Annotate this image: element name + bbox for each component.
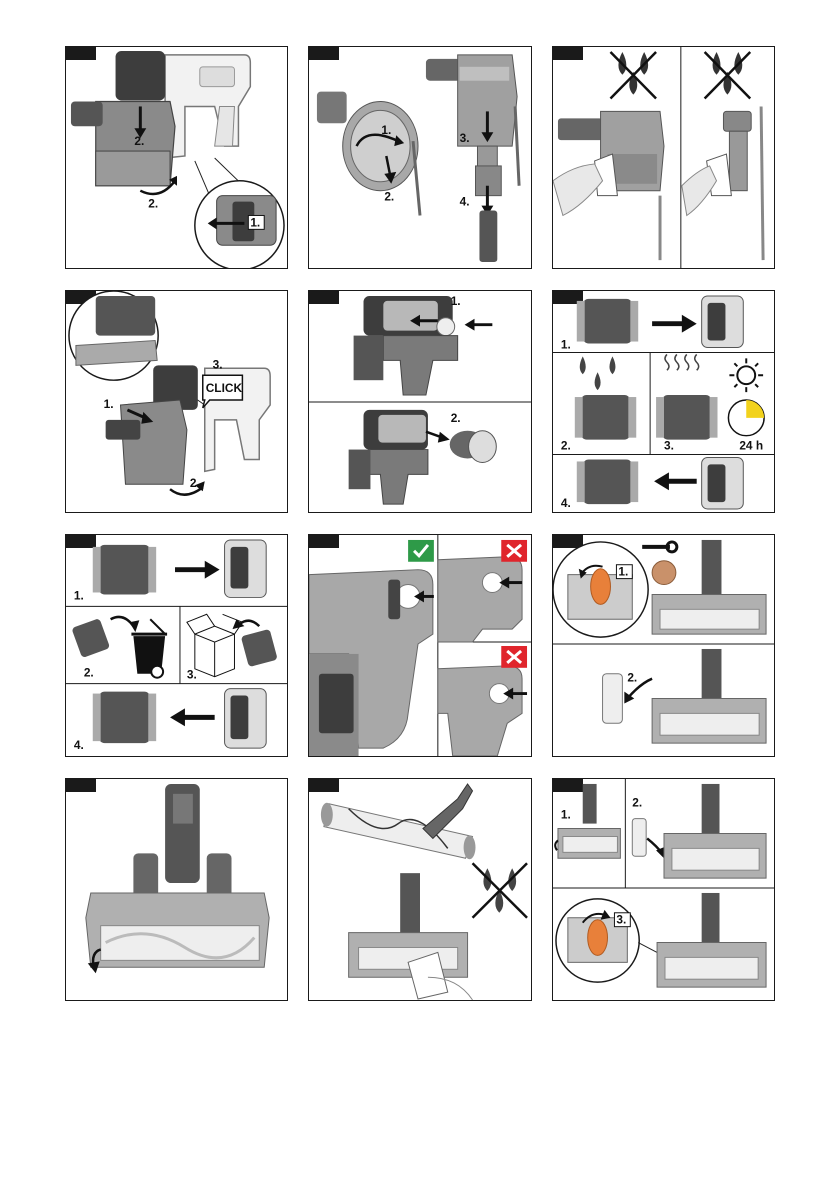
illustration-reattach-container: CLICK 3. 1. 2. bbox=[66, 291, 287, 512]
illustration-filter-release: 1. 2. bbox=[309, 291, 531, 512]
filter-cartridge bbox=[575, 395, 636, 440]
step-label: 3. bbox=[213, 357, 223, 371]
wrench-icon bbox=[642, 542, 677, 552]
filter-cartridge bbox=[656, 395, 717, 440]
panel-6-wash-filter: 1. 2. 3. 24 h bbox=[552, 290, 775, 513]
brush-roller bbox=[603, 674, 623, 724]
step-label: 1. bbox=[451, 294, 461, 308]
illustration-clean-roller bbox=[309, 779, 531, 1000]
illustration-detach-container: 2. 2. 1. bbox=[66, 47, 287, 268]
panel-1-detach-dust-container: 2. 2. 1. bbox=[65, 46, 288, 269]
coin-icon bbox=[652, 561, 676, 585]
filter-cartridge bbox=[241, 629, 278, 667]
step-label: 3. bbox=[664, 439, 674, 453]
panel-4-reattach-container: CLICK 3. 1. 2. bbox=[65, 290, 288, 513]
sun-icon bbox=[729, 358, 763, 392]
panel-5-filter-release: 1. 2. bbox=[308, 290, 532, 513]
no-water-icon bbox=[473, 863, 528, 918]
illustration-roller-removal bbox=[66, 779, 287, 1000]
brush-roller bbox=[632, 819, 646, 857]
step-label: 3. bbox=[616, 913, 626, 927]
step-label: 1. bbox=[618, 565, 628, 579]
panel-10-roller-removal bbox=[65, 778, 288, 1001]
step-label: 2. bbox=[384, 190, 394, 204]
step-label: 2. bbox=[148, 197, 158, 211]
trash-bin-icon bbox=[131, 619, 167, 677]
step-label: 4. bbox=[460, 195, 470, 209]
panel-8-filter-seated-check bbox=[308, 534, 532, 757]
step-label: 1. bbox=[381, 123, 391, 137]
duration-label: 24 h bbox=[739, 439, 763, 453]
illustration-empty-container: 1. 2. 3. 4. bbox=[309, 47, 531, 268]
filter-cartridge bbox=[71, 618, 110, 658]
step-label: 2. bbox=[561, 439, 571, 453]
filter-cartridge bbox=[93, 692, 156, 744]
step-label: 4. bbox=[74, 738, 84, 752]
step-label: 1. bbox=[104, 397, 114, 411]
step-label: 1. bbox=[561, 337, 571, 351]
step-label: 1. bbox=[250, 215, 260, 229]
panel-11-clean-roller bbox=[308, 778, 532, 1001]
step-label: 2. bbox=[134, 134, 144, 148]
step-label: 2. bbox=[632, 796, 642, 810]
panel-3-wipe-dry bbox=[552, 46, 775, 269]
step-label: 3. bbox=[460, 131, 470, 145]
illustration-wash-filter: 1. 2. 3. 24 h bbox=[553, 291, 774, 512]
filter-cartridge bbox=[93, 545, 156, 595]
illustration-reinsert-roller: 1. 2. 3. bbox=[553, 779, 774, 1000]
click-label: CLICK bbox=[206, 381, 243, 395]
panel-2-empty-container: 1. 2. 3. 4. bbox=[308, 46, 532, 269]
no-water-icon bbox=[705, 52, 751, 99]
cross-icon bbox=[501, 540, 527, 562]
panel-7-replace-filter: 1. 2. 3. bbox=[65, 534, 288, 757]
step-label: 1. bbox=[74, 588, 84, 602]
step-label: 3. bbox=[187, 668, 197, 682]
illustration-wipe-dry bbox=[553, 47, 774, 268]
step-label: 2. bbox=[84, 666, 94, 680]
no-water-icon bbox=[610, 52, 656, 99]
cross-icon bbox=[501, 646, 527, 668]
filter-cartridge bbox=[577, 299, 638, 344]
panel-12-reinsert-roller: 1. 2. 3. bbox=[552, 778, 775, 1001]
step-label: 1. bbox=[561, 808, 571, 822]
filter-cartridge bbox=[577, 459, 638, 504]
step-label: 2. bbox=[451, 411, 461, 425]
panel-9-floor-nozzle-unlock: 1. 2. bbox=[552, 534, 775, 757]
step-label: 2. bbox=[627, 671, 637, 685]
illustration-replace-filter: 1. 2. 3. bbox=[66, 535, 287, 756]
illustration-floor-nozzle-unlock: 1. 2. bbox=[553, 535, 774, 756]
step-label: 2. bbox=[190, 476, 200, 490]
step-label: 4. bbox=[561, 496, 571, 510]
illustration-filter-seated-check bbox=[309, 535, 531, 756]
check-icon bbox=[408, 540, 434, 562]
clock-icon bbox=[728, 400, 764, 436]
